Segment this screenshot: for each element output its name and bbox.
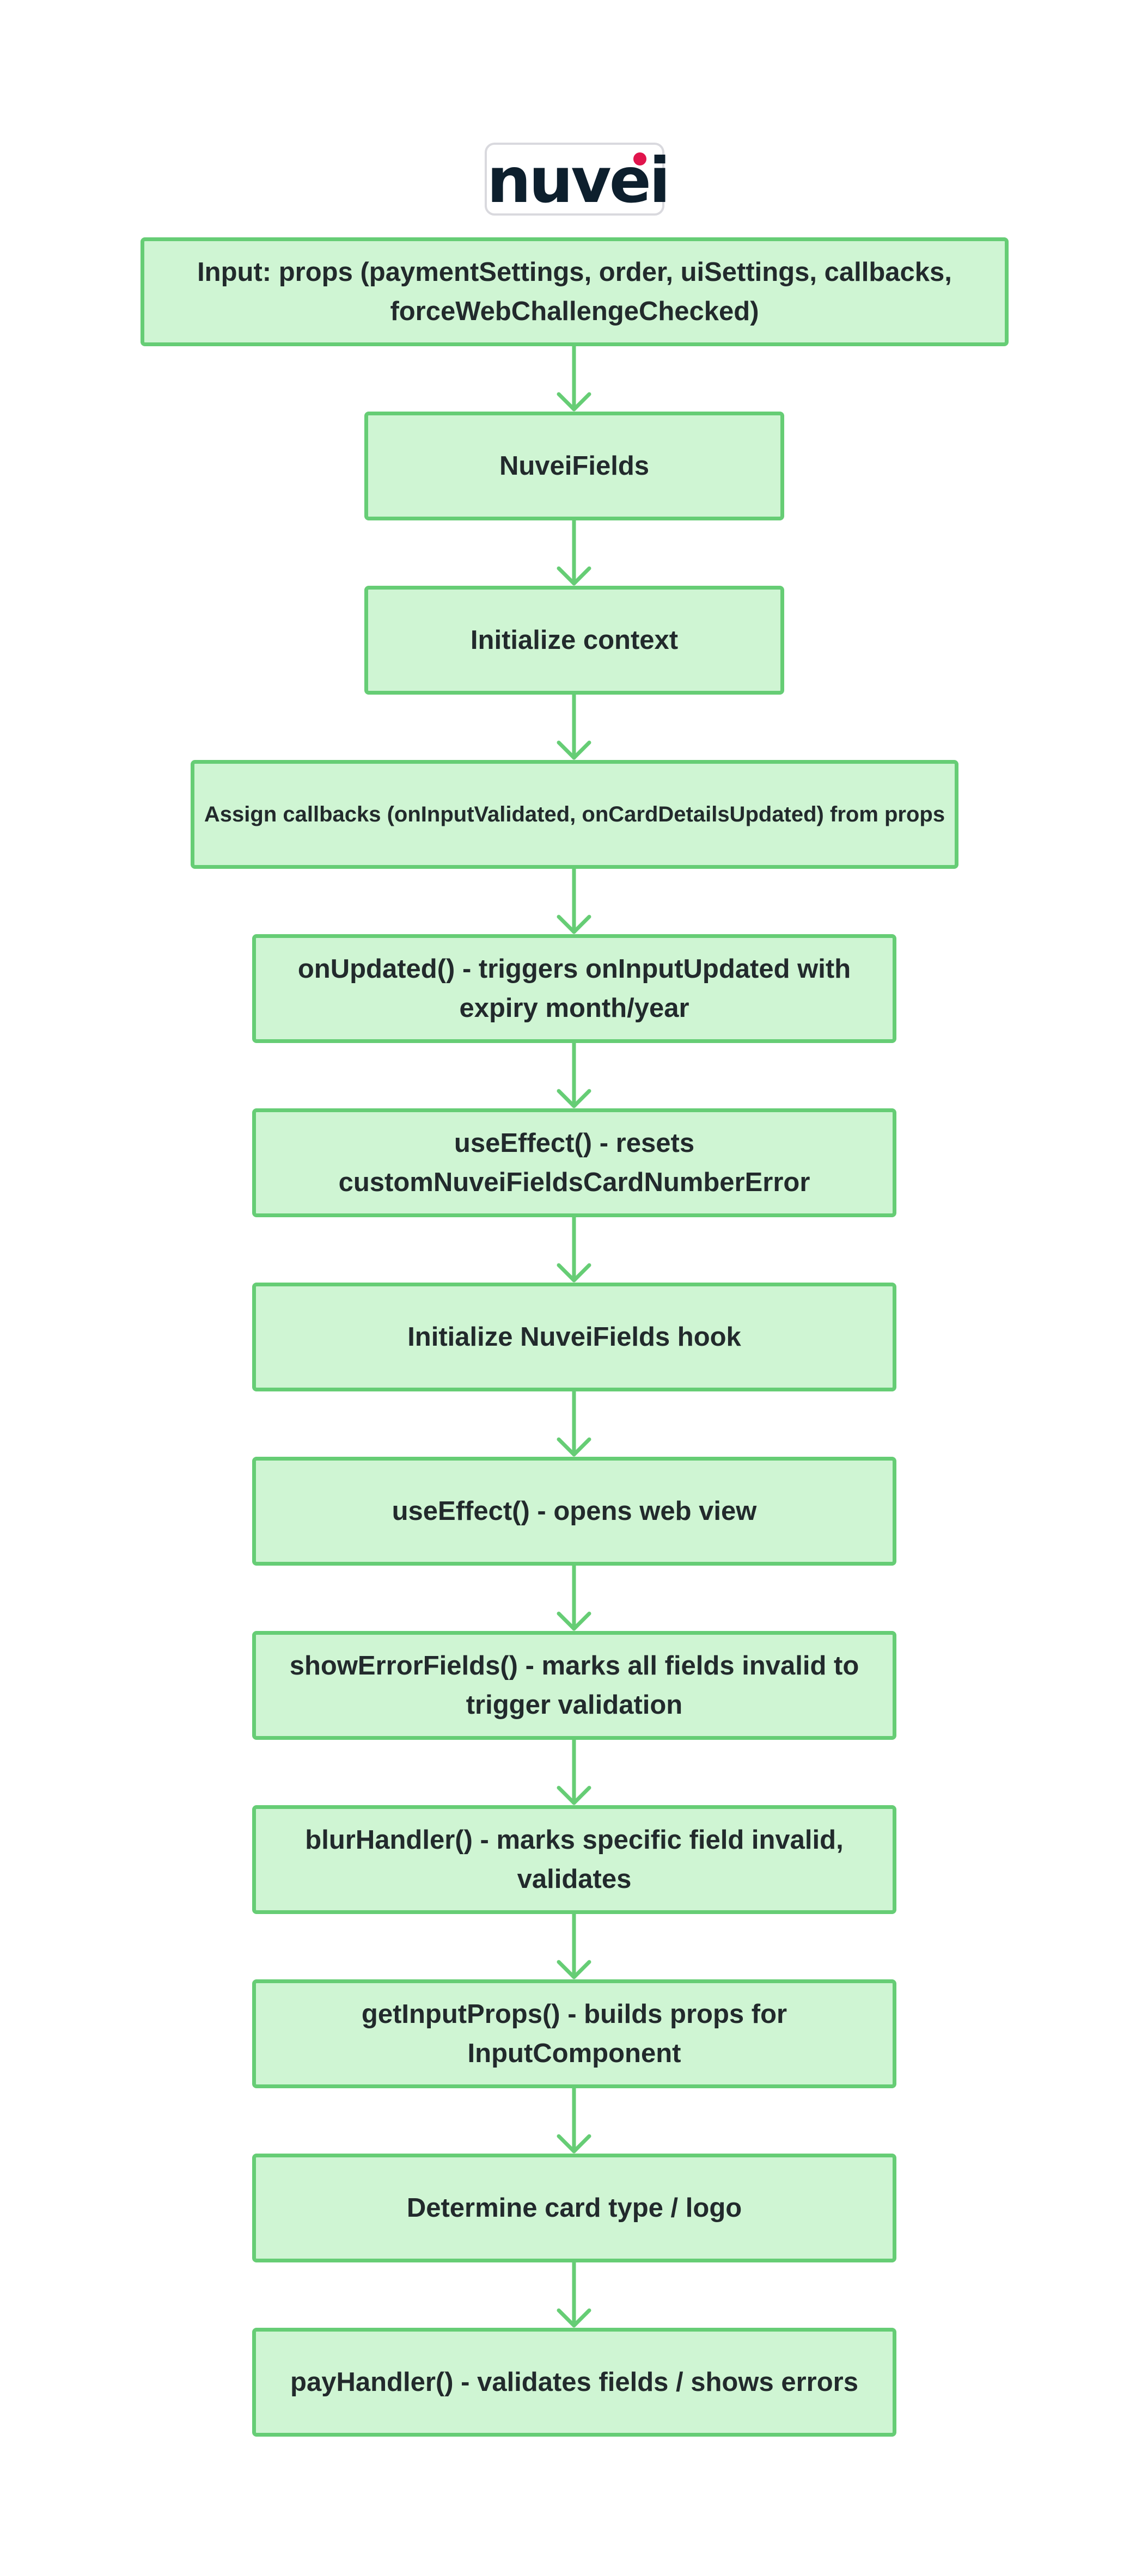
arrow-head <box>557 1089 591 1108</box>
flow-arrow <box>557 2260 591 2328</box>
node-onupdated: onUpdated() - triggers onInputUpdated wi… <box>252 934 896 1043</box>
node-useeffect-webview: useEffect() - opens web view <box>252 1457 896 1566</box>
node-input-props: Input: props (paymentSettings, order, ui… <box>141 237 1009 346</box>
node-blurhandler: blurHandler() - marks specific field inv… <box>252 1805 896 1914</box>
node-onupdated-label: onUpdated() - triggers onInputUpdated wi… <box>297 954 851 1023</box>
flow-arrow <box>557 1738 591 1805</box>
node-initialize-context-label: Initialize context <box>470 625 679 655</box>
node-nuveifields-label: NuveiFields <box>499 451 650 481</box>
arrow-head <box>557 566 591 586</box>
node-card-type-label: Determine card type / logo <box>406 2193 742 2223</box>
arrow-head <box>557 740 591 760</box>
node-useeffect-resets: useEffect() - resets customNuveiFieldsCa… <box>252 1108 896 1217</box>
flow-arrow <box>557 867 591 934</box>
arrow-head <box>557 1960 591 1979</box>
node-initialize-hook-label: Initialize NuveiFields hook <box>407 1322 741 1352</box>
node-assign-callbacks: Assign callbacks (onInputValidated, onCa… <box>191 760 958 869</box>
arrow-head <box>557 2308 591 2328</box>
arrow-head <box>557 2134 591 2154</box>
node-getinputprops: getInputProps() - builds props for Input… <box>252 1979 896 2088</box>
node-payhandler-label: payHandler() - validates fields / shows … <box>290 2368 858 2397</box>
node-initialize-context: Initialize context <box>364 586 784 695</box>
arrow-head <box>557 915 591 934</box>
arrow-head <box>557 1611 591 1631</box>
node-getinputprops-label: getInputProps() - builds props for Input… <box>361 2000 787 2068</box>
arrow-head <box>557 1786 591 1805</box>
node-payhandler: payHandler() - validates fields / shows … <box>252 2328 896 2437</box>
flow-arrow <box>557 344 591 412</box>
flow-arrow <box>557 1389 591 1457</box>
node-assign-callbacks-label: Assign callbacks (onInputValidated, onCa… <box>204 802 945 826</box>
nuvei-logo: nuvei <box>485 143 670 216</box>
node-showerrorfields: showErrorFields() - marks all fields inv… <box>252 1631 896 1740</box>
flow-arrow <box>557 518 591 586</box>
flow-arrow <box>557 1041 591 1108</box>
flow-arrow <box>557 1912 591 1979</box>
flow-arrow <box>557 692 591 760</box>
node-nuveifields: NuveiFields <box>364 412 784 520</box>
logo-dot <box>633 152 646 165</box>
arrow-head <box>557 1263 591 1283</box>
node-useeffect-webview-label: useEffect() - opens web view <box>392 1496 757 1526</box>
node-input-props-label: Input: props (paymentSettings, order, ui… <box>197 257 952 326</box>
flow-arrow <box>557 1215 591 1283</box>
node-card-type: Determine card type / logo <box>252 2154 896 2262</box>
flow-arrow <box>557 1563 591 1631</box>
flow-arrow <box>557 2086 591 2154</box>
arrow-head <box>557 392 591 412</box>
node-useeffect-resets-label: useEffect() - resets customNuveiFieldsCa… <box>338 1128 810 1197</box>
arrow-head <box>557 1437 591 1457</box>
node-initialize-hook: Initialize NuveiFields hook <box>252 1283 896 1391</box>
node-blurhandler-label: blurHandler() - marks specific field inv… <box>305 1825 844 1894</box>
node-showerrorfields-label: showErrorFields() - marks all fields inv… <box>289 1651 859 1720</box>
